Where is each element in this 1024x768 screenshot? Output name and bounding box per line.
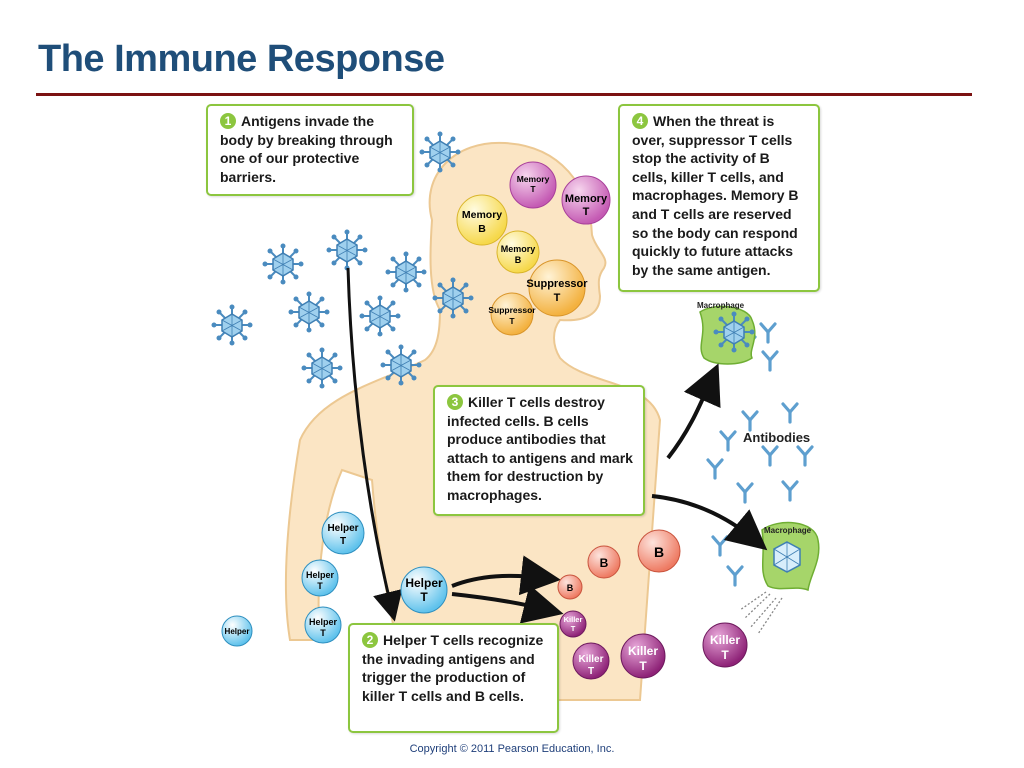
memory-b-cell-2: Memory B xyxy=(496,230,540,274)
suppressor-t-cell-2: Suppressor T xyxy=(488,292,536,336)
antigen xyxy=(431,276,475,320)
memory-t-cell-2: Memory T xyxy=(561,175,611,225)
b-cell-large: B xyxy=(637,529,681,573)
memory-t-cell-1: Memory T xyxy=(509,161,557,209)
svg-text:Suppressor: Suppressor xyxy=(488,305,536,315)
svg-text:Memory: Memory xyxy=(462,209,502,221)
antibodies-label: Antibodies xyxy=(743,430,810,445)
svg-text:T: T xyxy=(317,581,323,591)
svg-text:Killer: Killer xyxy=(578,654,603,665)
suppressor-t-cell-1: Suppressor T xyxy=(526,259,588,317)
svg-text:B: B xyxy=(654,544,664,560)
memory-b-cell-1: Memory B xyxy=(456,194,508,246)
svg-text:T: T xyxy=(554,292,561,304)
antigen xyxy=(261,242,305,286)
title-divider xyxy=(36,93,972,96)
svg-text:Memory: Memory xyxy=(501,244,536,254)
svg-text:Helper: Helper xyxy=(327,523,358,534)
step-2-number: 2 xyxy=(362,632,378,648)
helper-t-cell-main: Helper T xyxy=(400,566,448,614)
svg-text:Suppressor: Suppressor xyxy=(526,278,588,290)
svg-text:Helper: Helper xyxy=(309,617,338,627)
antigen xyxy=(384,250,428,294)
helper-t-cell-1: Helper T xyxy=(321,511,365,555)
antigen xyxy=(287,290,331,334)
step-1-number: 1 xyxy=(220,113,236,129)
helper-t-cell-4: Helper xyxy=(221,615,253,647)
macrophage-label: Macrophage xyxy=(764,526,812,535)
svg-text:Killer: Killer xyxy=(710,633,740,647)
step-3-text: Killer T cells destroy infected cells. B… xyxy=(447,394,633,503)
svg-text:Killer: Killer xyxy=(564,615,583,624)
svg-text:T: T xyxy=(639,659,647,673)
svg-text:B: B xyxy=(515,255,522,265)
step-4-text: When the threat is over, suppressor T ce… xyxy=(632,113,799,278)
antigen xyxy=(325,228,369,272)
svg-text:T: T xyxy=(530,184,536,194)
killer-t-cell-2: Killer T xyxy=(572,642,610,680)
arrows xyxy=(346,267,768,624)
svg-text:Memory: Memory xyxy=(517,174,550,184)
killer-t-cell-1: Killer T xyxy=(559,610,587,638)
macrophage-label: Macrophage xyxy=(697,301,745,310)
svg-text:B: B xyxy=(600,556,609,570)
b-cell-small: B xyxy=(557,574,583,600)
svg-text:T: T xyxy=(509,316,515,326)
svg-text:T: T xyxy=(583,206,590,218)
antigen xyxy=(379,343,423,387)
step-4-number: 4 xyxy=(632,113,648,129)
step-3-number: 3 xyxy=(447,394,463,410)
helper-t-cell-2: Helper T xyxy=(301,559,339,597)
svg-text:Memory: Memory xyxy=(565,193,608,205)
svg-text:T: T xyxy=(721,648,729,662)
antigen xyxy=(210,303,254,347)
antigen xyxy=(358,294,402,338)
svg-text:B: B xyxy=(478,223,486,235)
step-2-text: Helper T cells recognize the invading an… xyxy=(362,632,544,704)
svg-text:Killer: Killer xyxy=(628,644,658,658)
helper-t-cell-3: Helper T xyxy=(304,606,342,644)
svg-text:Helper: Helper xyxy=(405,576,443,590)
svg-text:T: T xyxy=(340,536,346,547)
copyright-notice: Copyright © 2011 Pearson Education, Inc. xyxy=(409,743,615,755)
macrophage-top: Macrophage xyxy=(697,301,756,365)
svg-text:Helper: Helper xyxy=(225,627,250,636)
svg-text:Helper: Helper xyxy=(306,570,335,580)
antigen xyxy=(418,130,462,174)
svg-text:T: T xyxy=(420,590,428,604)
svg-text:T: T xyxy=(320,628,326,638)
killer-t-cell-4: Killer T xyxy=(702,622,748,668)
slide-title: The Immune Response xyxy=(38,38,445,80)
svg-text:B: B xyxy=(567,583,574,593)
step-1-text: Antigens invade the body by breaking thr… xyxy=(220,113,393,185)
antigen xyxy=(300,346,344,390)
killer-t-cell-3: Killer T xyxy=(620,633,666,679)
svg-text:T: T xyxy=(571,624,576,633)
macrophage-bottom: Macrophage xyxy=(739,521,820,635)
svg-text:T: T xyxy=(588,666,594,677)
b-cell-medium: B xyxy=(587,545,621,579)
